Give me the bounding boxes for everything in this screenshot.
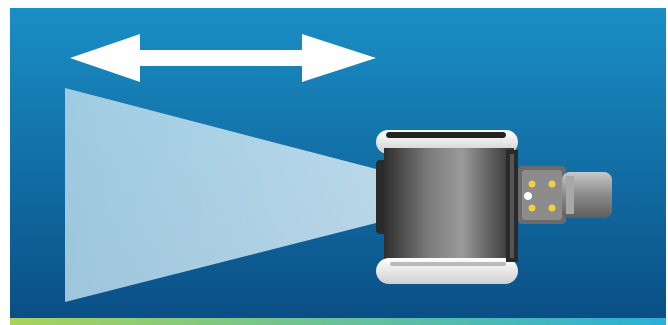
- sensor-device-icon: [376, 130, 518, 284]
- connector-plug-icon: [518, 166, 612, 224]
- double-headed-arrow-icon: [70, 34, 376, 82]
- beam-cone-icon: [65, 88, 380, 302]
- bottom-color-strip: [10, 318, 666, 325]
